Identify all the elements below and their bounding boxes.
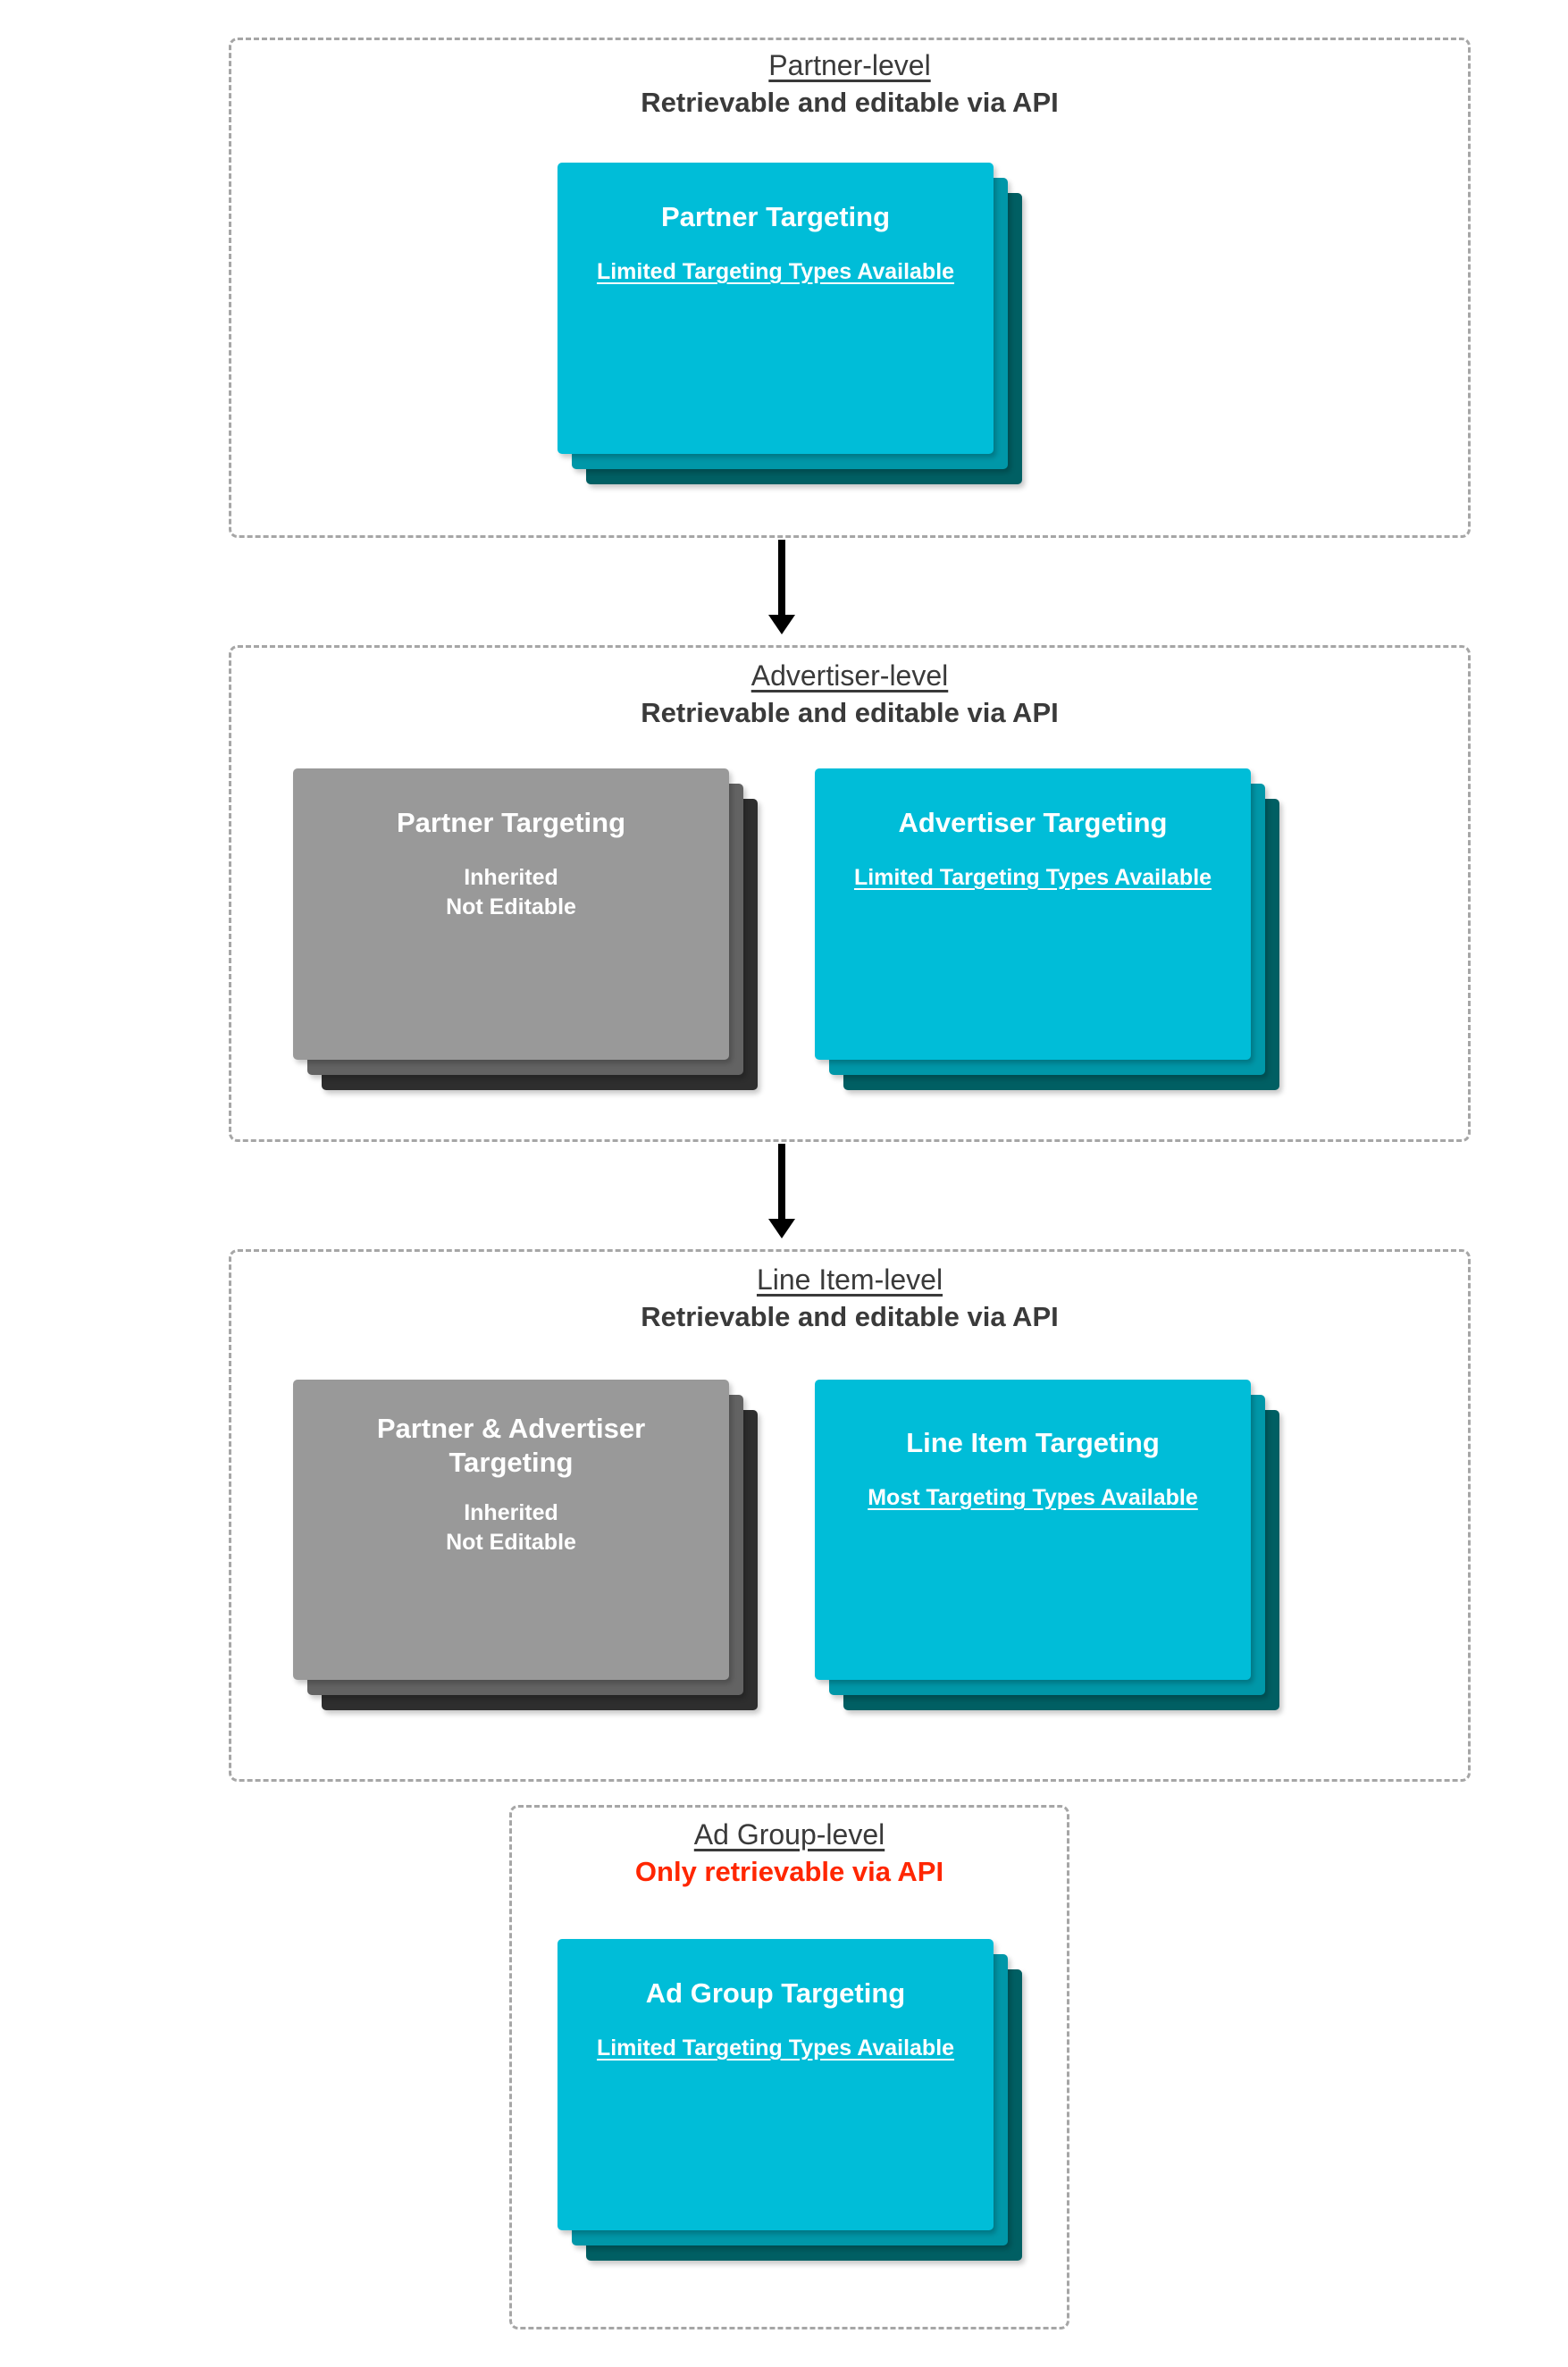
- card-stack-advertiser-targeting[interactable]: Advertiser Targeting Limited Targeting T…: [815, 768, 1279, 1117]
- card-body-ad-group-targeting: Ad Group Targeting Limited Targeting Typ…: [558, 1939, 994, 2230]
- level-container-line-item: [229, 1249, 1471, 1782]
- card-title-advertiser-inherited: Partner Targeting: [396, 807, 626, 838]
- card-layer-front: Advertiser Targeting Limited Targeting T…: [815, 768, 1251, 1060]
- card-layer-front: Line Item Targeting Most Targeting Types…: [815, 1380, 1251, 1680]
- card-stack-advertiser-inherited[interactable]: Partner Targeting Inherited Not Editable: [293, 768, 758, 1117]
- card-layer-front: Partner Targeting Inherited Not Editable: [293, 768, 729, 1060]
- card-note-advertiser-inherited: Inherited Not Editable: [446, 865, 576, 920]
- card-layer-front: Partner Targeting Limited Targeting Type…: [558, 163, 994, 454]
- card-body-line-item-targeting: Line Item Targeting Most Targeting Types…: [815, 1380, 1251, 1680]
- card-title-partner-targeting: Partner Targeting: [660, 201, 891, 232]
- card-body-line-item-inherited: Partner & Advertiser Targeting Inherited…: [293, 1380, 729, 1680]
- level-container-advertiser: [229, 645, 1471, 1142]
- card-body-advertiser-inherited: Partner Targeting Inherited Not Editable: [293, 768, 729, 1060]
- card-stack-partner-targeting[interactable]: Partner Targeting Limited Targeting Type…: [558, 163, 1022, 484]
- card-note-line-item-targeting: Most Targeting Types Available: [868, 1485, 1198, 1511]
- card-title-ad-group-targeting: Ad Group Targeting: [645, 1977, 906, 2009]
- card-title-advertiser-targeting: Advertiser Targeting: [898, 807, 1168, 838]
- card-note-partner-targeting: Limited Targeting Types Available: [596, 259, 955, 285]
- level-container-partner: [229, 38, 1471, 538]
- card-stack-line-item-targeting[interactable]: Line Item Targeting Most Targeting Types…: [815, 1380, 1279, 1737]
- card-note-advertiser-targeting: Limited Targeting Types Available: [853, 865, 1212, 891]
- card-title-line-item-inherited: Partner & Advertiser Targeting: [376, 1413, 646, 1479]
- card-note-line-item-inherited: Inherited Not Editable: [446, 1499, 576, 1555]
- connector-advertiser-to-line-item: [778, 1144, 785, 1221]
- card-body-advertiser-targeting: Advertiser Targeting Limited Targeting T…: [815, 768, 1251, 1060]
- card-title-line-item-targeting: Line Item Targeting: [906, 1427, 1160, 1458]
- level-container-ad-group: [509, 1805, 1069, 2329]
- card-layer-front: Partner & Advertiser Targeting Inherited…: [293, 1380, 729, 1680]
- connector-partner-to-advertiser: [778, 540, 785, 617]
- card-note-ad-group-targeting: Limited Targeting Types Available: [596, 2035, 955, 2061]
- card-stack-line-item-inherited[interactable]: Partner & Advertiser Targeting Inherited…: [293, 1380, 758, 1737]
- card-body-partner-targeting: Partner Targeting Limited Targeting Type…: [558, 163, 994, 454]
- card-layer-front: Ad Group Targeting Limited Targeting Typ…: [558, 1939, 994, 2230]
- card-stack-ad-group-targeting[interactable]: Ad Group Targeting Limited Targeting Typ…: [558, 1939, 1022, 2287]
